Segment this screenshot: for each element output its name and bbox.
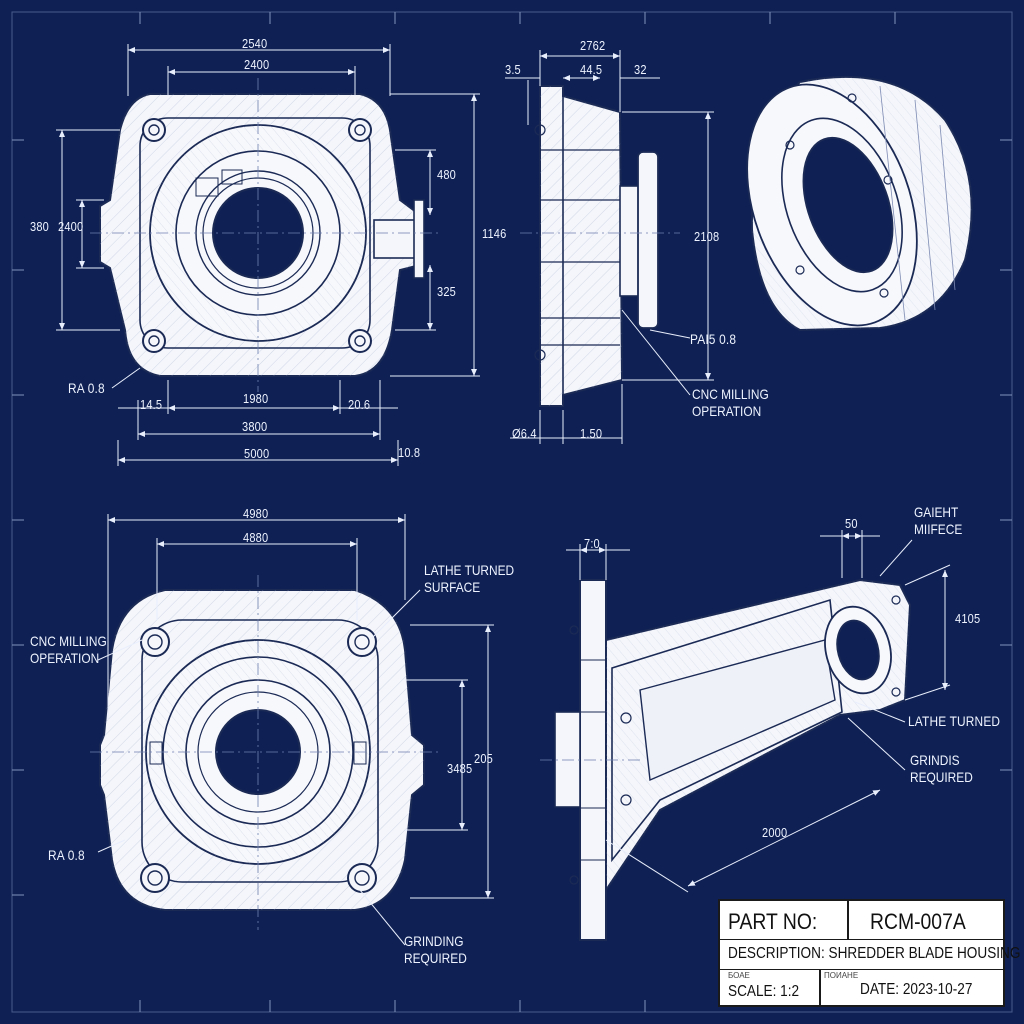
dim-right-total: 1146 — [482, 226, 507, 241]
dim-bottom-right-outer: 205 — [474, 751, 493, 766]
title-divider — [847, 901, 849, 939]
dim-bottom-overall-top: 4980 — [243, 506, 269, 521]
part-no-value: RCM-007A — [870, 909, 966, 934]
sheet-border — [11, 11, 1013, 1013]
note-grinding-required: GRINDING REQUIRED — [404, 933, 467, 966]
dim-side-left: 3.5 — [505, 62, 521, 77]
arm-isometric-dimensions — [566, 530, 951, 893]
front-view-bottom-dimensions — [97, 514, 494, 946]
front-view-bottom — [90, 575, 440, 930]
dim-bottom-right: 20.6 — [348, 397, 371, 412]
note-roughness-bottom: RA 0.8 — [48, 847, 85, 863]
description: DESCRIPTION: SHREDDER BLADE HOUSING — [728, 945, 1021, 962]
part-no-label: PART NO: — [728, 909, 818, 934]
title-row-description: DESCRIPTION: SHREDDER BLADE HOUSING — [720, 939, 1020, 970]
dim-arm-top-small: 7:0 — [584, 536, 600, 551]
dim-side-dia: Ø6.4 — [512, 426, 537, 441]
dim-bottom-span: 3800 — [242, 419, 268, 434]
dim-height-outer: 380 — [30, 219, 49, 234]
scale-value: SCALE: 1:2 — [728, 983, 800, 1000]
note-gasket: GAIEHT MIIFECE — [914, 504, 963, 537]
ring-isometric-view — [746, 75, 973, 332]
dim-lower-right: 325 — [437, 284, 456, 299]
note-lathe-turned: LATHE TURNED — [908, 713, 1001, 729]
scale-tiny-label: БОАЕ — [728, 971, 750, 980]
note-lathe-turned-surface: LATHE TURNED SURFACE — [424, 562, 515, 595]
dim-side-right: 32 — [634, 62, 647, 77]
dim-bottom-mid: 1980 — [243, 391, 269, 406]
dim-inner-top: 2400 — [244, 57, 270, 72]
note-grinds-required: GRINDIS REQUIRED — [910, 752, 973, 785]
border-ticks — [12, 12, 1012, 1012]
note-cnc-milling-top: CNC MILLING OPERATION — [692, 386, 769, 419]
dim-overall-top: 2540 — [242, 36, 268, 51]
side-view-top-dimensions — [505, 50, 714, 444]
dim-bottom-left: 14.5 — [140, 397, 163, 412]
dim-bottom-total: 5000 — [244, 446, 270, 461]
front-view-top — [90, 78, 438, 392]
date-tiny-label: ПОИАНЕ — [824, 971, 859, 980]
dim-bottom-right-inner: 3485 — [447, 761, 473, 776]
dim-height-inner: 2400 — [58, 219, 84, 234]
dim-arm-right-height: 4105 — [955, 611, 981, 626]
dim-side-top-total: 2762 — [580, 38, 606, 53]
note-surface-finish: PAΙ5 0.8 — [690, 331, 737, 347]
side-view-top — [520, 85, 680, 407]
title-block: PART NO: RCM-007A DESCRIPTION: SHREDDER … — [718, 899, 1020, 1007]
dim-arm-top-right: 50 — [845, 516, 858, 531]
title-row-part: PART NO: RCM-007A — [720, 901, 1003, 940]
arm-isometric-view — [540, 578, 912, 941]
dim-upper-right: 480 — [437, 167, 456, 182]
dim-side-base: 1.50 — [580, 426, 603, 441]
front-view-top-dimensions — [56, 44, 480, 466]
title-row-scale-date: БОАЕ SCALE: 1:2 ПОИАНЕ DATE: 2023-10-27 — [720, 969, 1003, 1007]
dim-arm-diag-length: 2000 — [762, 825, 788, 840]
date-value: DATE: 2023-10-27 — [860, 981, 973, 998]
dim-bottom-tail: 10.8 — [398, 445, 421, 460]
note-roughness-top: RA 0.8 — [68, 380, 105, 396]
note-cnc-milling-bottom: CNC MILLING OPERATION — [30, 633, 107, 666]
dim-side-mid: 44.5 — [580, 62, 603, 77]
dim-side-height: 2108 — [694, 229, 720, 244]
title-divider-2 — [819, 969, 821, 1007]
dim-bottom-inner-top: 4880 — [243, 530, 269, 545]
